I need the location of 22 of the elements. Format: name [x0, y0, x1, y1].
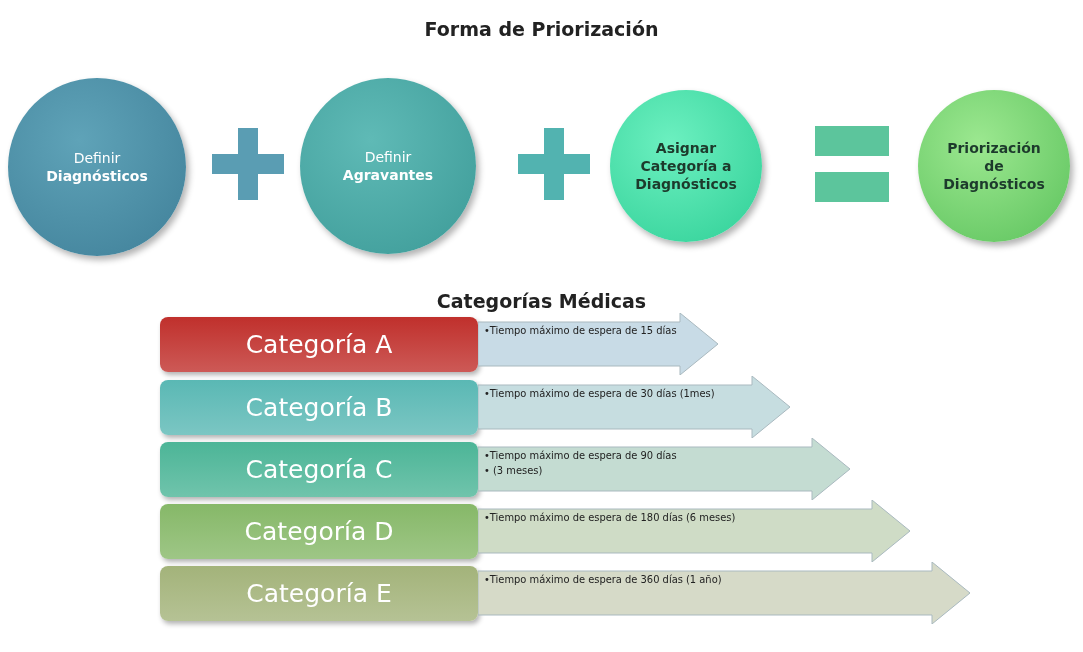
node-text: Definir Agravantes	[341, 148, 435, 184]
category-name: Categoría D	[244, 517, 394, 546]
category-name: Categoría B	[245, 393, 393, 422]
category-bar	[160, 566, 478, 621]
category-bar	[160, 504, 478, 559]
node-text: Asignar Categoría a Diagnósticos	[634, 139, 738, 193]
bullet-text: •Tiempo máximo de espera de 30 días (1mes)	[484, 386, 716, 401]
node-text: Definir Diagnósticos	[45, 149, 149, 185]
category-name: Categoría A	[245, 330, 393, 359]
category-name: Categoría C	[245, 455, 393, 484]
node-text: Priorización de Diagnósticos	[942, 139, 1046, 193]
bullet-text: • (3 meses)	[484, 463, 544, 478]
category-bar	[160, 317, 478, 372]
category-bar	[160, 380, 478, 435]
bullet-text: •Tiempo máximo de espera de 180 días (6 meses)	[484, 510, 737, 525]
category-name: Categoría E	[246, 579, 392, 608]
category-bar	[160, 442, 478, 497]
bullet-text: •Tiempo máximo de espera de 360 días (1 año)	[484, 572, 723, 587]
section-heading: Categorías Médicas	[435, 290, 648, 312]
title-text: Forma de Priorización	[423, 18, 660, 40]
bullet-text: •Tiempo máximo de espera de 15 días	[484, 323, 678, 338]
bullet-text: •Tiempo máximo de espera de 90 días	[484, 448, 678, 463]
